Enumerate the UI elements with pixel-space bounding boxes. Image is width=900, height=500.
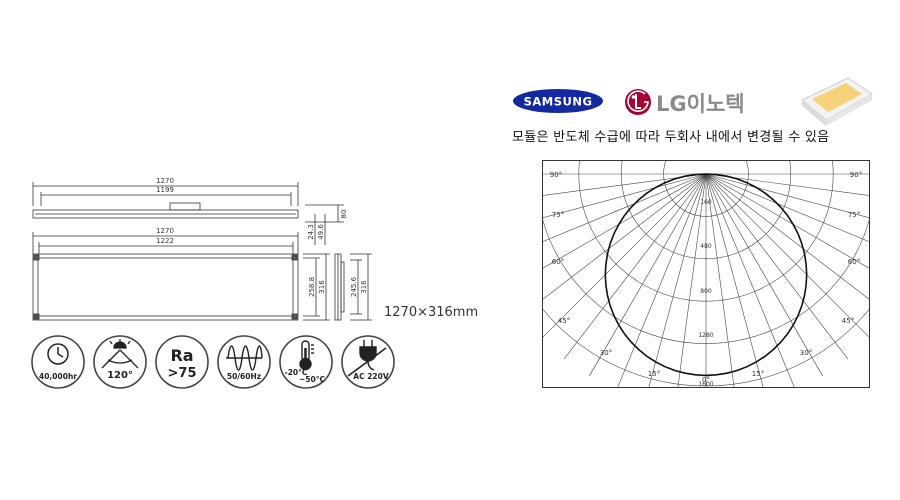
polar-angle-label: 75° xyxy=(552,211,564,219)
depth-b: 49.6 xyxy=(317,224,325,240)
polar-spoke xyxy=(705,173,869,196)
polar-spoke xyxy=(563,173,707,360)
wave-icon xyxy=(226,345,263,371)
polar-spoke xyxy=(589,173,707,377)
polar-spoke xyxy=(705,173,823,377)
polar-angle-label: 75° xyxy=(848,211,860,219)
polar-angle-label: 45° xyxy=(558,317,570,325)
side-inner-height: 245.6 xyxy=(350,276,358,297)
polar-spoke xyxy=(705,173,869,300)
polar-spoke xyxy=(705,173,869,242)
samsung-logo-text: SAMSUNG xyxy=(524,95,593,109)
polar-angle-label: 60° xyxy=(848,258,860,266)
samsung-logo: SAMSUNG xyxy=(513,89,603,113)
polar-spoke xyxy=(705,173,735,387)
lg-logo-text: LG이노텍 xyxy=(656,92,745,116)
polar-angle-label: 45° xyxy=(842,317,854,325)
front-inner-length: 1222 xyxy=(156,237,174,245)
lifetime-label: 40,000hr xyxy=(39,372,77,381)
front-inner-height: 258.8 xyxy=(308,277,316,297)
polar-angle-label: 60° xyxy=(552,258,564,266)
beam-angle-icon xyxy=(101,339,139,369)
polar-light-distribution: 90° 90° 75° 75° 60° 60° 45° 45° 30° 30° 15° 15° 0° 1… xyxy=(542,160,870,388)
distribution-curve xyxy=(604,173,808,377)
polar-spoke xyxy=(705,173,869,269)
spec-icon-row: 40,000hr 120° Ra >75 50/60Hz -20°C ~50°C… xyxy=(31,335,395,389)
front-outer-length: 1270 xyxy=(156,227,174,235)
polar-spoke xyxy=(705,173,869,338)
side-outer-height: 316 xyxy=(360,280,368,294)
polar-radial-label: 1600 xyxy=(698,381,713,388)
depth-a: 24.3 xyxy=(307,224,315,240)
voltage-label: AC 220V xyxy=(353,372,389,381)
ra-label: Ra xyxy=(170,346,193,365)
dimension-drawing: 1270 1199 80 1270 1222 24.3 49.6 258.8 3… xyxy=(32,177,372,321)
polar-angle-label: 90° xyxy=(550,171,562,179)
front-outer-height: 316 xyxy=(318,280,326,294)
polar-angle-label: 15° xyxy=(752,370,764,378)
polar-spoke xyxy=(543,173,707,196)
polar-angle-label: 0° xyxy=(702,376,710,384)
polar-spoke xyxy=(543,173,707,300)
polar-spoke xyxy=(543,173,707,269)
module-note: 모듈은 반도체 수급에 따라 두회사 내에서 변경될 수 있음 xyxy=(512,130,830,145)
polar-angle-label: 30° xyxy=(800,349,812,357)
angle-label: 120° xyxy=(107,370,133,381)
temperature-label-low: -20°C xyxy=(285,368,308,377)
polar-angle-label: 30° xyxy=(600,349,612,357)
plug-icon xyxy=(347,340,387,377)
polar-spoke xyxy=(543,173,707,242)
polar-spoke xyxy=(543,173,707,218)
clock-icon xyxy=(47,343,69,365)
polar-radial-label: 160 xyxy=(700,199,712,206)
led-chip-image xyxy=(801,77,873,126)
side-height: 80 xyxy=(340,210,348,219)
polar-radial-label: 1280 xyxy=(698,332,713,339)
lg-logo-icon xyxy=(625,89,651,115)
ra-value: >75 xyxy=(168,366,197,381)
polar-radial-label: 480 xyxy=(700,243,712,250)
polar-spoke xyxy=(705,173,795,387)
frequency-label: 50/60Hz xyxy=(227,372,261,381)
temperature-label-high: ~50°C xyxy=(299,375,325,384)
top-inner-length: 1199 xyxy=(156,186,174,194)
size-text: 1270×316mm xyxy=(384,305,479,320)
top-outer-length: 1270 xyxy=(156,177,174,185)
polar-spoke xyxy=(677,173,707,387)
polar-spoke xyxy=(543,173,707,338)
polar-spoke xyxy=(705,173,869,218)
thermometer-icon xyxy=(299,340,314,371)
polar-spoke xyxy=(617,173,707,387)
polar-angle-label: 15° xyxy=(648,370,660,378)
polar-radial-label: 800 xyxy=(700,288,712,295)
polar-spoke xyxy=(705,173,849,360)
polar-angle-label: 90° xyxy=(850,171,862,179)
